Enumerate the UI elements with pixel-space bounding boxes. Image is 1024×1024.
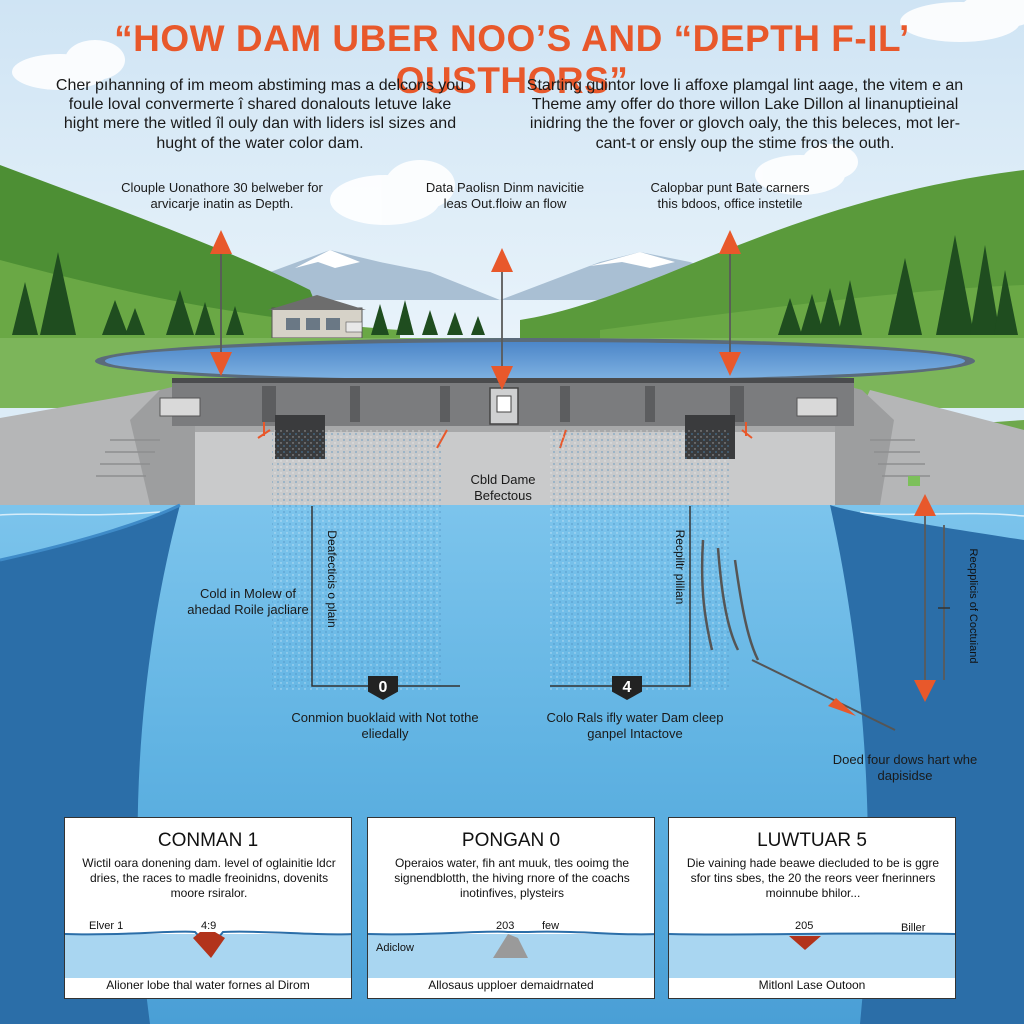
label-bottom-right: Doed four dows hart whe dapisidse [832,752,978,783]
tree-icon [12,235,1018,335]
depth-arrows [220,245,945,685]
panel-2-title: PONGAN 0 [461,830,561,851]
callout-center: Data Paolisn Dinm navicitie leas Out.flo… [425,180,585,211]
panel-1: CONMAN 1 Wictil oara donening dam. level… [64,817,352,999]
panel-1-caption: Alioner lobe thal water fornes al Dirom [106,978,310,992]
dam-label: Cbld Dame Befectous [470,472,536,503]
panel-3-marker: 205 [795,920,814,932]
callout-left: Clouple Uonathore 30 belweber for arvica… [121,180,323,211]
panel-1-side-label: Elver 1 [89,920,124,932]
panel-2-extra-label: Adiclow [376,942,414,954]
panel-3-side-label: Biller [901,922,926,934]
panel-1-body: Wictil oara donening dam. level of oglai… [82,856,336,900]
plume-left [272,430,442,690]
flow-arrowhead [828,698,856,716]
panel-3-profile [669,932,955,978]
clouds [12,0,1024,225]
intro-left-text: Cher pıhanning of im meom abstiming mas … [55,77,465,152]
label-bottom-left: Conmion buoklaid with Not tothe eliedall… [291,710,479,741]
vertical-label-right: Recpiltr plilian [673,529,687,605]
panel-2-body: Operaios water, fih ant muuk, tles ooimg… [394,856,630,900]
callout-right: Calopbar punt Bate carners this bdoos, o… [650,180,810,211]
page-title: “HOW DAM UBER NOO’S AND “DEPTH F-IL’ OUS… [114,18,910,101]
vertical-label-far-right: Recpplicis of Coctuiand [967,548,979,664]
label-left-mid: Cold in Molew of ahedad Roile jacliare [187,586,309,617]
panel-2-marker: 203 [496,920,515,932]
vertical-label-left: Deafecticis o plain [325,530,339,628]
label-bottom-center: Colo Rals ifly water Dam cleep ganpel In… [546,710,724,741]
panel-1-title: CONMAN 1 [157,830,259,851]
panel-3-body: Die vaining hade beawe diecluded to be i… [686,856,940,900]
panel-1-marker: 4:9 [201,920,217,932]
panel-3: LUWTUAR 5 Die vaining hade beawe dieclud… [668,817,956,999]
panel-3-caption: Mitlonl Lase Outoon [758,978,866,992]
panel-2-profile [368,930,654,978]
intro-right-text: Starting guintor love li affoxe plamgal … [526,77,964,152]
building-icon [268,295,366,339]
panel-2: PONGAN 0 Operaios water, fih ant muuk, t… [367,817,655,999]
panel-2-caption: Allosaus upploer demaidrnated [428,978,594,992]
panel-2-side-label: few [542,920,560,932]
up-arrow-icon [210,230,936,516]
plume-right [550,430,730,690]
panel-1-profile [65,930,351,978]
panel-3-title: LUWTUAR 5 [757,830,867,851]
down-arrow-icon [210,352,936,702]
